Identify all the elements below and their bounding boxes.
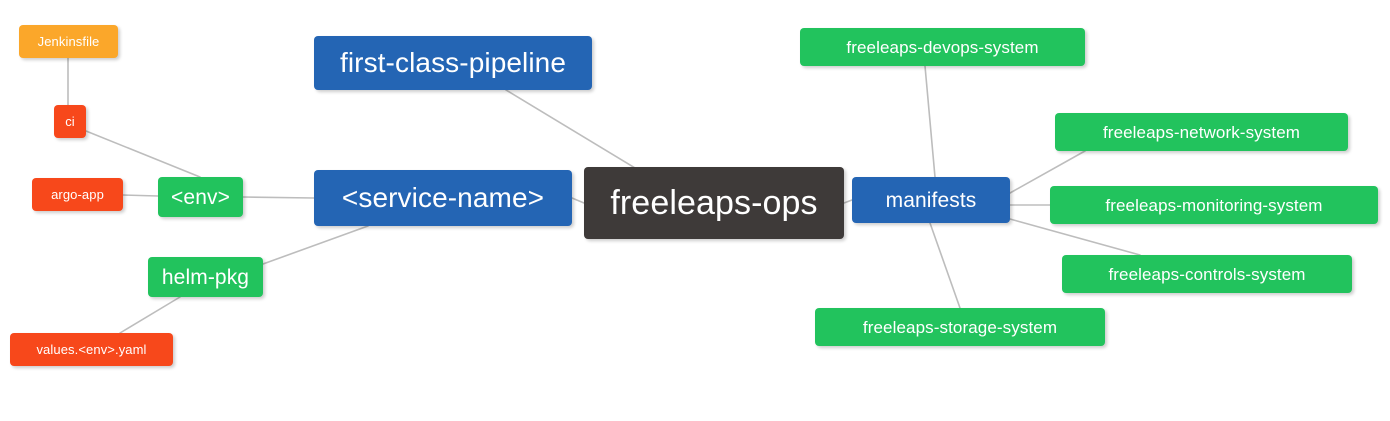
edge-env-to-argo_app	[122, 194, 159, 197]
node-label: <env>	[171, 185, 230, 209]
node-label: <service-name>	[341, 182, 545, 213]
node-label: manifests	[885, 188, 977, 212]
node-freeleaps-storage-system[interactable]: freeleaps-storage-system	[815, 308, 1105, 346]
edge-root-to-service_name	[571, 197, 585, 204]
node-freeleaps-devops-system[interactable]: freeleaps-devops-system	[800, 28, 1085, 66]
node-first-class-pipeline[interactable]: first-class-pipeline	[314, 36, 592, 90]
node-freeleaps-network-system[interactable]: freeleaps-network-system	[1055, 113, 1348, 151]
node-service-name[interactable]: <service-name>	[314, 170, 572, 226]
node-label: values.<env>.yaml	[36, 342, 147, 357]
edge-env-to-ci	[85, 130, 201, 178]
node-manifests[interactable]: manifests	[852, 177, 1010, 223]
node-label: first-class-pipeline	[339, 47, 567, 78]
node-helm-pkg[interactable]: helm-pkg	[148, 257, 263, 297]
node-label: helm-pkg	[161, 265, 250, 289]
edge-service_name-to-helm_pkg	[262, 225, 369, 265]
node-label: freeleaps-network-system	[1102, 122, 1301, 142]
edge-root-to-pipeline	[505, 89, 646, 175]
node-label: Jenkinsfile	[37, 34, 100, 49]
node-label: freeleaps-ops	[610, 184, 818, 222]
node-ci[interactable]: ci	[54, 105, 86, 138]
node-label: freeleaps-storage-system	[862, 317, 1058, 337]
node-values-env-yaml[interactable]: values.<env>.yaml	[10, 333, 173, 366]
edge-root-to-manifests	[843, 199, 853, 204]
edge-service_name-to-env	[242, 196, 315, 199]
node-freeleaps-monitoring-system[interactable]: freeleaps-monitoring-system	[1050, 186, 1378, 224]
node-jenkinsfile[interactable]: Jenkinsfile	[19, 25, 118, 58]
node-label: freeleaps-devops-system	[846, 37, 1039, 57]
edge-helm_pkg-to-values_yaml	[119, 296, 181, 334]
node-label: freeleaps-controls-system	[1108, 264, 1306, 284]
node-label: argo-app	[51, 187, 104, 202]
node-env[interactable]: <env>	[158, 177, 243, 217]
edge-manifests-to-controls	[1009, 218, 1141, 256]
node-freeleaps-ops[interactable]: freeleaps-ops	[584, 167, 844, 239]
edge-manifests-to-storage	[929, 222, 961, 309]
node-argo-app[interactable]: argo-app	[32, 178, 123, 211]
node-label: freeleaps-monitoring-system	[1105, 195, 1323, 215]
node-freeleaps-controls-system[interactable]: freeleaps-controls-system	[1062, 255, 1352, 293]
edge-manifests-to-devops	[924, 65, 936, 178]
node-label: ci	[65, 114, 75, 129]
